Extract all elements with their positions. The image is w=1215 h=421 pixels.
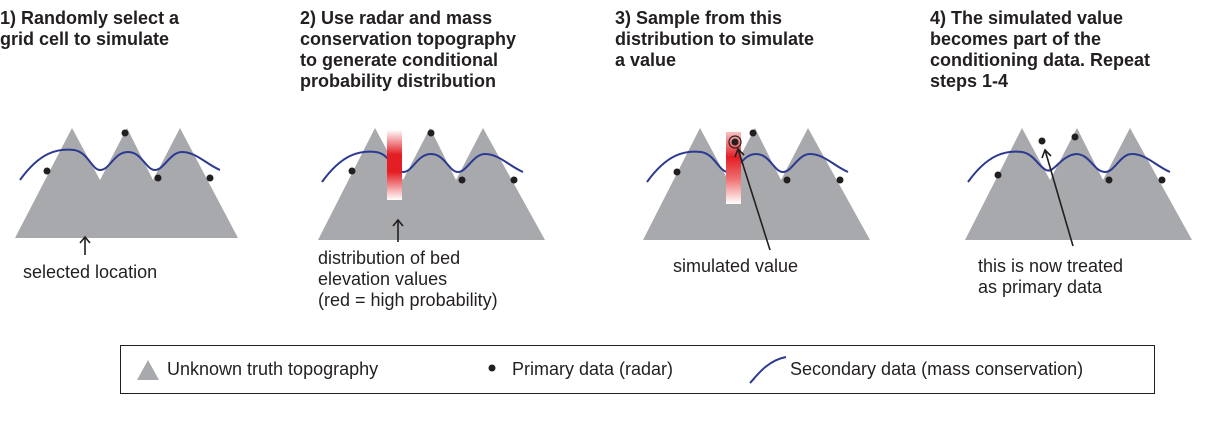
step-1-title: 1) Randomly select a grid cell to simula…: [0, 8, 180, 49]
step-4-panel: 4) The simulated value becomes part of t…: [930, 0, 1215, 340]
step-2-title: 2) Use radar and mass conservation topog…: [300, 8, 517, 91]
step-2-panel: 2) Use radar and mass conservation topog…: [300, 0, 600, 340]
step-4-title: 4) The simulated value becomes part of t…: [930, 8, 1151, 91]
step-2-diagram: [318, 128, 545, 242]
secondary-line-icon: [749, 355, 787, 384]
step-2-caption: distribution of bed elevation values (re…: [318, 248, 498, 310]
secondary-data-line: [19, 148, 221, 181]
simulated-value-ring: [728, 135, 742, 149]
new-primary-data-arrow: [1041, 148, 1074, 247]
primary-data-point: [1105, 176, 1113, 184]
primary-data-point: [348, 167, 356, 175]
primary-data-point: [206, 174, 214, 182]
legend-label-secondary: Secondary data (mass conservation): [790, 359, 1084, 379]
step-1-panel: 1) Randomly select a grid cell to simula…: [0, 0, 300, 340]
probability-distribution-bar: [387, 130, 402, 200]
primary-data-point: [154, 174, 162, 182]
legend-item-topography: Unknown truth topography: [133, 346, 378, 393]
topography-shape: [318, 128, 545, 240]
new-primary-data-point: [1038, 137, 1046, 145]
primary-data-point: [1158, 176, 1166, 184]
topography-triangle-icon: [137, 359, 159, 380]
step-4-caption: this is now treated as primary data: [978, 256, 1124, 297]
simulated-value-point: [731, 138, 739, 146]
step-1-diagram: [15, 128, 238, 255]
step-3-panel: 3) Sample from this distribution to simu…: [615, 0, 915, 340]
primary-data-point: [43, 167, 51, 175]
topography-shape: [643, 128, 870, 240]
secondary-data-line: [646, 150, 849, 183]
primary-data-point: [121, 129, 129, 137]
primary-data-point: [1071, 133, 1079, 141]
legend-item-secondary: Secondary data (mass conservation): [746, 346, 1083, 393]
primary-data-point: [749, 129, 757, 137]
step-3-diagram: [643, 128, 870, 251]
legend-label-topography: Unknown truth topography: [167, 359, 379, 379]
simulated-value-arrow: [734, 147, 771, 251]
legend-label-primary: Primary data (radar): [512, 359, 674, 379]
step-3-caption: simulated value: [673, 256, 799, 276]
primary-data-point: [510, 176, 518, 184]
topography-shape: [965, 128, 1192, 240]
secondary-data-line: [321, 150, 524, 183]
topography-shape: [15, 128, 238, 238]
step-1-caption: selected location: [23, 262, 158, 282]
step-3-title: 3) Sample from this distribution to simu…: [615, 8, 815, 70]
primary-data-point: [673, 168, 681, 176]
secondary-data-line: [967, 150, 1171, 183]
primary-dot-icon: [488, 364, 496, 371]
distribution-arrow: [392, 218, 404, 242]
selected-location-arrow: [79, 235, 91, 255]
primary-data-point: [427, 129, 435, 137]
primary-data-point: [994, 171, 1002, 179]
step-4-diagram: [965, 128, 1192, 247]
legend-item-primary: Primary data (radar): [484, 346, 673, 393]
primary-data-point: [783, 176, 791, 184]
legend: Unknown truth topography Primary data (r…: [120, 345, 1155, 394]
primary-data-point: [836, 176, 844, 184]
primary-data-point: [458, 176, 466, 184]
